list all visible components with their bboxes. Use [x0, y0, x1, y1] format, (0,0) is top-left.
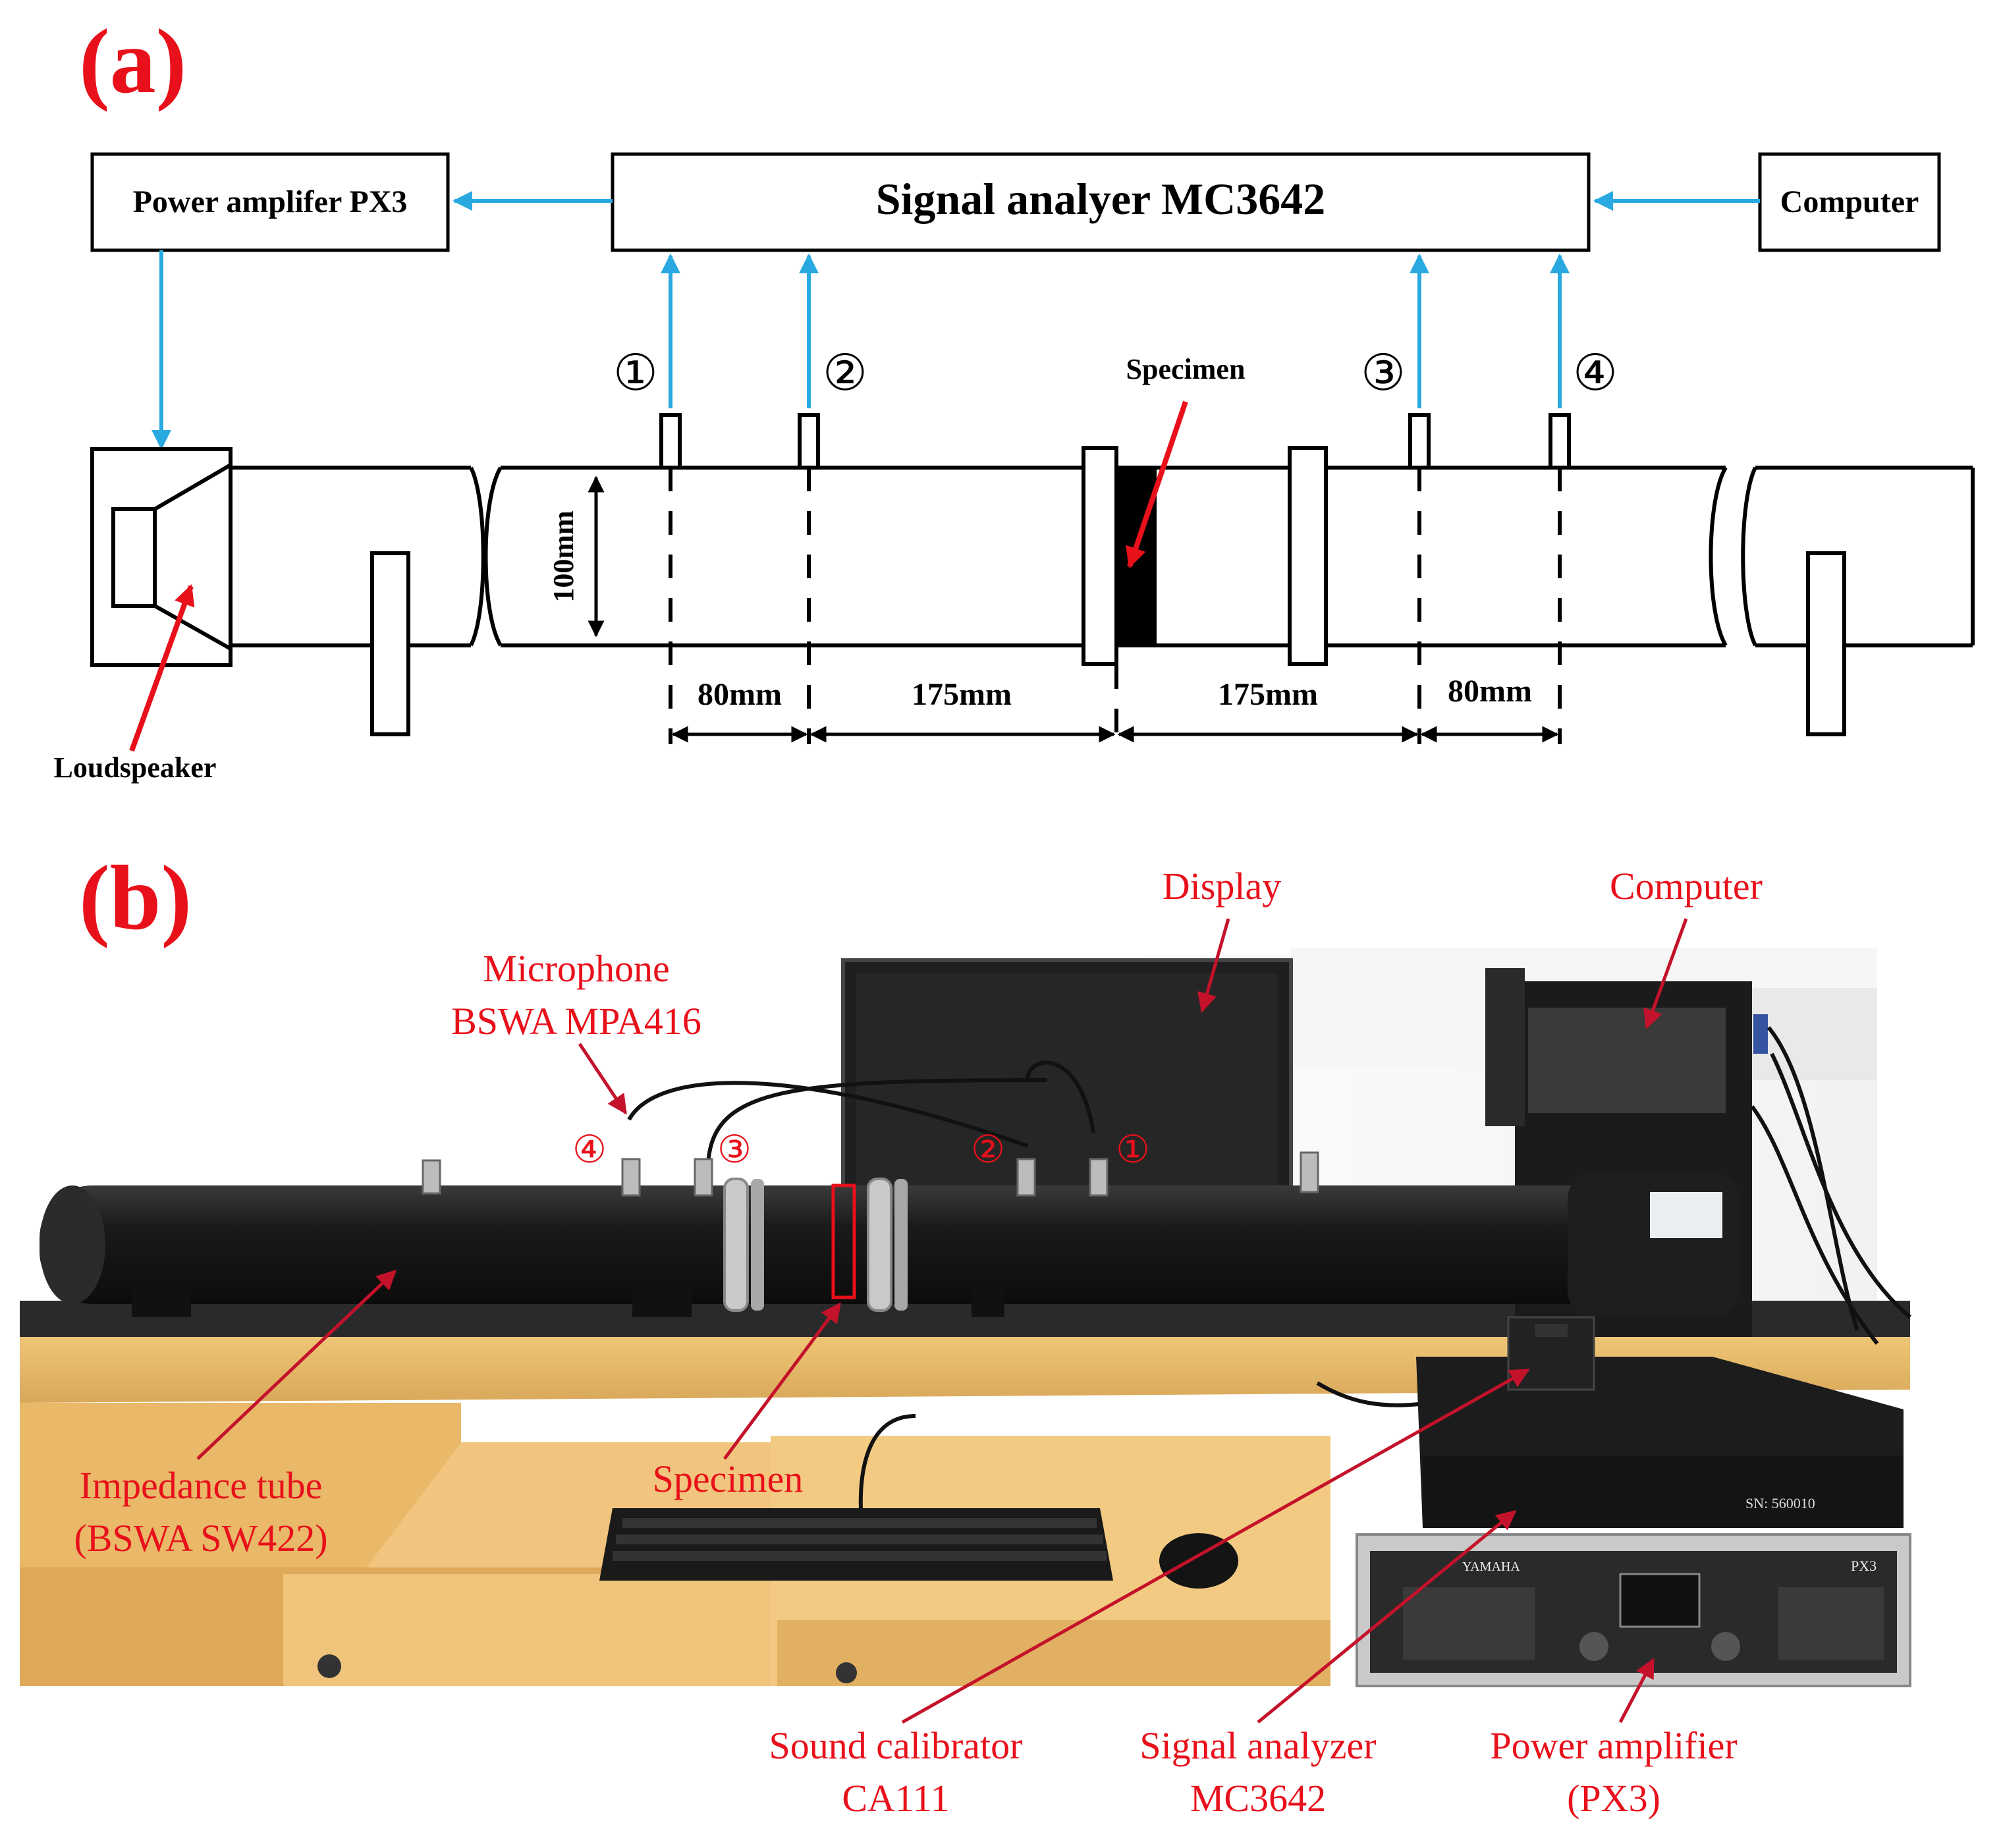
- keyboard-keys: [613, 1518, 1107, 1561]
- photo-mic4-number: ④: [572, 1128, 607, 1171]
- mic3-number: ③: [1361, 346, 1406, 401]
- calibrator-label-1: Sound calibrator: [769, 1724, 1023, 1767]
- photo-mic2-number: ②: [971, 1128, 1005, 1171]
- specimen-highlight: [831, 1183, 856, 1299]
- dimension-label-3: 175mm: [1218, 677, 1318, 712]
- dimension-label-2: 175mm: [912, 677, 1012, 712]
- signal-analyzer-label: Signal analyer MC3642: [876, 174, 1326, 224]
- lab-photo: SN: 560010 YAMAHA PX3: [20, 948, 1911, 1687]
- mic1-number: ①: [613, 346, 658, 401]
- specimen-photo-label: Specimen: [653, 1457, 804, 1500]
- computer-box: Computer: [1758, 152, 1941, 252]
- power-amplifier-box: Power amplifer PX3: [90, 152, 450, 252]
- loudspeaker-callout-label: Loudspeaker: [54, 751, 217, 784]
- analyzer-photo-label-2: MC3642: [1190, 1777, 1326, 1820]
- photo-mics: [422, 1151, 1319, 1197]
- diameter-label: 100mm: [547, 510, 580, 602]
- left-flange: [1082, 446, 1118, 666]
- microphone-label-2: BSWA MPA416: [451, 1000, 701, 1043]
- photo-labels: Display Computer Microphone BSWA MPA416 …: [74, 865, 1763, 1820]
- calibrator-label-2: CA111: [842, 1777, 949, 1820]
- analyzer-serial: SN: 560010: [1745, 1495, 1815, 1511]
- photo-mic3-number: ③: [717, 1128, 752, 1171]
- amplifier-photo-label-1: Power amplifier: [1490, 1724, 1737, 1767]
- photo-mic1-number: ①: [1116, 1128, 1150, 1171]
- dimension-label-1: 80mm: [698, 677, 782, 712]
- impedance-tube-schematic: [90, 413, 1975, 736]
- right-flange: [1288, 446, 1328, 666]
- mic-planes: [669, 468, 1562, 744]
- computer-label: Computer: [1610, 865, 1763, 908]
- impedance-label-2: (BSWA SW422): [74, 1517, 327, 1560]
- impedance-label-1: Impedance tube: [80, 1464, 323, 1507]
- flange-rings: [723, 1178, 908, 1312]
- panel-b: (b): [20, 847, 1911, 1820]
- amp-model: PX3: [1851, 1558, 1877, 1574]
- computer-box-label: Computer: [1780, 184, 1919, 219]
- panel-a-label: (a): [79, 11, 186, 113]
- display-label: Display: [1163, 865, 1281, 908]
- power-amplifier-label: Power amplifer PX3: [133, 184, 408, 219]
- specimen-callout-label: Specimen: [1126, 353, 1246, 385]
- mic2-number: ②: [823, 346, 867, 401]
- specimen-callout-arrow: [1126, 400, 1188, 569]
- panel-a: (a) Power amplifer PX3 Signal analyer MC…: [54, 11, 1975, 784]
- loudspeaker-callout-arrow: [129, 584, 195, 752]
- signal-arrows: [151, 191, 1760, 450]
- amp-brand: YAMAHA: [1462, 1560, 1520, 1574]
- analyzer-photo-label-1: Signal analyzer: [1139, 1724, 1376, 1767]
- mic4-number: ④: [1573, 346, 1618, 401]
- panel-b-label: (b): [79, 847, 192, 949]
- dimension-label-4: 80mm: [1448, 674, 1532, 709]
- signal-analyzer-box: Signal analyer MC3642: [611, 152, 1591, 252]
- photo-callout-arrows: [196, 918, 1688, 1724]
- microphone-label-1: Microphone: [483, 947, 670, 990]
- amplifier-photo-label-2: (PX3): [1567, 1777, 1660, 1820]
- mouse: [1159, 1533, 1238, 1589]
